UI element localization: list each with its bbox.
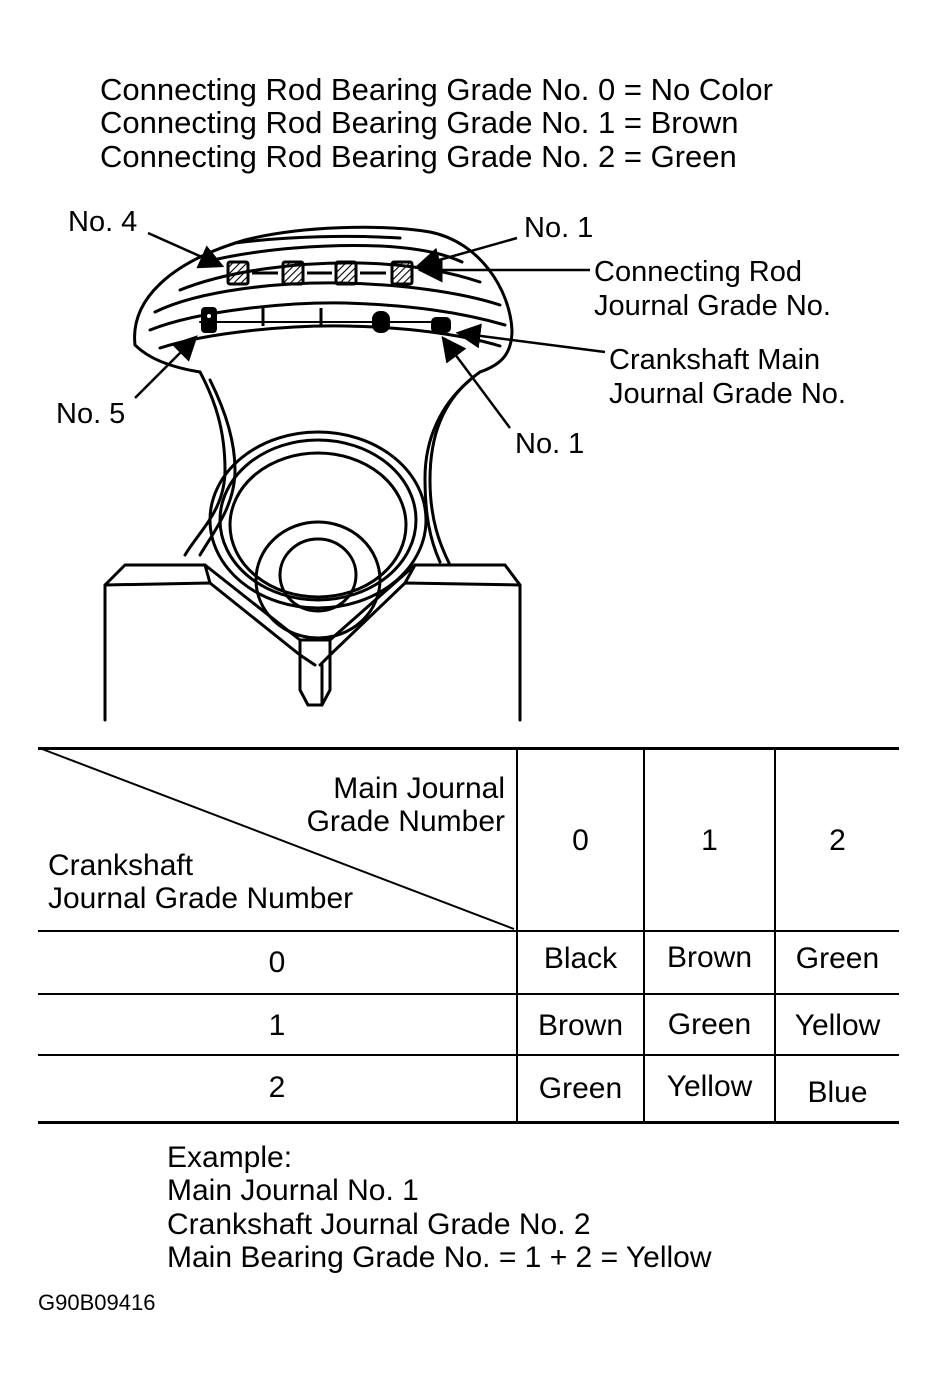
table-cell: Black: [543, 942, 618, 975]
table-row-divider: [38, 993, 899, 995]
table-header-top: Main Journal Grade Number: [280, 772, 505, 838]
table-header-top-line1: Main Journal: [333, 772, 505, 805]
table-header-top-line2: Grade Number: [306, 805, 505, 838]
table-row-divider: [38, 1054, 899, 1056]
legend-line-grade-2: Connecting Rod Bearing Grade No. 2 = Gre…: [100, 139, 737, 174]
label-no1-bottom: No. 1: [515, 428, 585, 460]
label-no4: No. 4: [68, 206, 138, 238]
table-col-divider: [774, 747, 776, 1124]
example-heading: Example:: [167, 1141, 293, 1174]
table-border-bottom: [38, 1121, 899, 1124]
row-label: 2: [268, 1071, 286, 1104]
table-border-top: [38, 747, 899, 750]
table-cell: Green: [667, 1008, 752, 1041]
figure-code: G90B09416: [38, 1290, 156, 1315]
label-rod-journal-1: Connecting Rod: [594, 256, 802, 288]
row-label: 0: [268, 946, 286, 979]
table-header-left: Crankshaft Journal Grade Number: [48, 849, 353, 915]
column-header: 1: [701, 824, 718, 857]
label-rod-journal-2: Journal Grade No.: [594, 290, 831, 322]
label-no1-top: No. 1: [524, 212, 594, 244]
legend-line-grade-1: Connecting Rod Bearing Grade No. 1 = Bro…: [100, 105, 739, 140]
column-header: 0: [572, 824, 589, 857]
row-label: 1: [268, 1009, 286, 1042]
example-line: Main Journal No. 1: [167, 1174, 419, 1207]
table-cell: Green: [538, 1072, 623, 1105]
example-line: Main Bearing Grade No. = 1 + 2 = Yellow: [167, 1241, 712, 1274]
example-line: Crankshaft Journal Grade No. 2: [167, 1208, 591, 1241]
label-no5: No. 5: [56, 398, 126, 430]
table-cell: Yellow: [794, 1009, 881, 1042]
legend-line-grade-0: Connecting Rod Bearing Grade No. 0 = No …: [100, 72, 773, 107]
table-cell: Green: [795, 942, 880, 975]
table-diagonal-line: [41, 748, 515, 930]
table-cell: Brown: [537, 1009, 624, 1042]
crankshaft-illustration: [103, 225, 606, 722]
table-cell: Blue: [807, 1076, 868, 1109]
table-col-divider: [516, 747, 518, 1124]
table-header-left-line1: Crankshaft: [48, 849, 194, 882]
table-header-divider: [38, 930, 899, 932]
label-main-journal-1: Crankshaft Main: [609, 344, 821, 376]
label-main-journal-2: Journal Grade No.: [609, 378, 846, 410]
table-cell: Brown: [666, 941, 753, 974]
table-header-left-line2: Journal Grade Number: [48, 882, 354, 915]
column-header: 2: [829, 824, 846, 857]
table-cell: Yellow: [666, 1070, 753, 1103]
table-col-divider: [643, 747, 645, 1124]
